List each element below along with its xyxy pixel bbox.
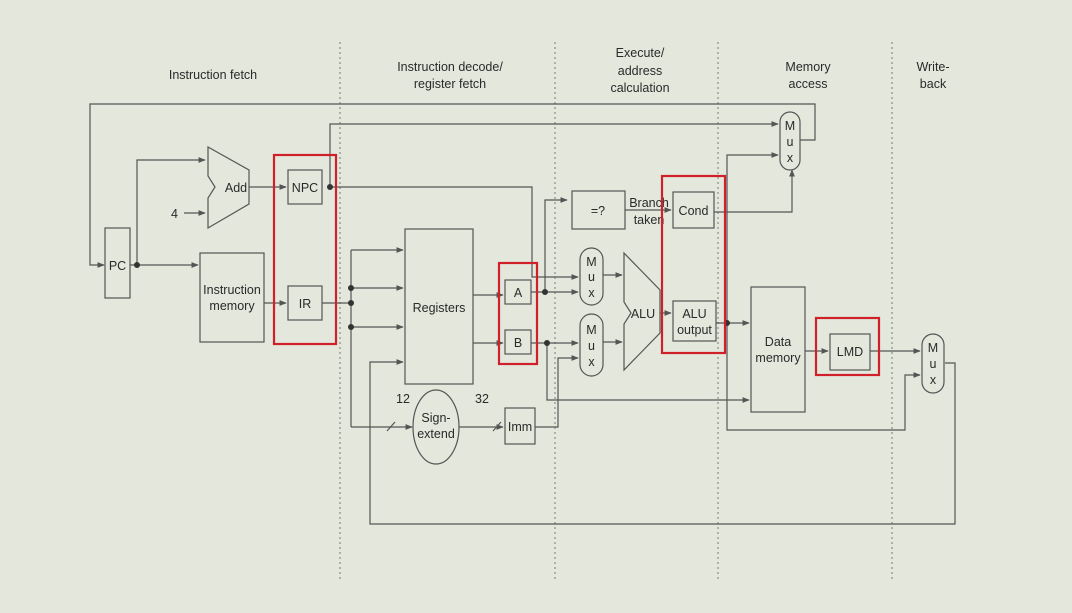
bit-width-32: 32 bbox=[475, 392, 489, 406]
bit-width-12: 12 bbox=[396, 392, 410, 406]
mux-pc-select: M u x bbox=[779, 111, 801, 171]
stage-title-mem: Memory bbox=[785, 60, 831, 74]
a-register: A bbox=[504, 279, 532, 305]
highlight-ex-mem bbox=[660, 174, 727, 355]
stage-title-ex: Execute/ bbox=[616, 46, 665, 60]
stage-title-ex-line2: address bbox=[618, 64, 662, 78]
mux-letter: u bbox=[588, 339, 595, 353]
mux-letter: u bbox=[588, 270, 595, 284]
stage-title-if: Instruction fetch bbox=[169, 68, 257, 82]
mux-letter: M bbox=[586, 255, 596, 269]
mux-alu-b: M u x bbox=[579, 313, 604, 377]
sign-extend-label-2: extend bbox=[417, 427, 455, 441]
mux-letter: u bbox=[930, 357, 937, 371]
stage-title-id: Instruction decode/ bbox=[397, 60, 503, 74]
stage-title-mem-line2: access bbox=[789, 77, 828, 91]
cond-label: Cond bbox=[679, 204, 709, 218]
mux-alu-a: M u x bbox=[579, 247, 604, 306]
alu-label: ALU bbox=[631, 307, 655, 321]
highlight-if-id bbox=[272, 153, 338, 346]
pipeline-register-highlights bbox=[272, 153, 881, 377]
register-file: Registers bbox=[404, 228, 474, 385]
mux-letter: x bbox=[588, 286, 595, 300]
npc-register: NPC bbox=[287, 169, 323, 205]
imm-register: Imm bbox=[504, 407, 536, 445]
stage-separators bbox=[339, 42, 893, 582]
instruction-memory-label-2: memory bbox=[209, 299, 255, 313]
alu-output-label-1: ALU bbox=[682, 307, 706, 321]
alu: ALU bbox=[623, 251, 661, 372]
stage-title-ex-line3: calculation bbox=[610, 81, 669, 95]
zero-compare: =? bbox=[571, 190, 626, 230]
b-register: B bbox=[504, 329, 532, 355]
data-memory-label-2: memory bbox=[755, 351, 801, 365]
branch-taken-label-1: Branch bbox=[629, 196, 669, 210]
branch-taken-label-2: taken bbox=[634, 213, 665, 227]
mux-letter: M bbox=[586, 323, 596, 337]
stage-title-id-line2: register fetch bbox=[414, 77, 486, 91]
stage-titles: Instruction fetch Instruction decode/ re… bbox=[169, 46, 950, 95]
stage-title-wb-line2: back bbox=[920, 77, 947, 91]
sign-extend-label-1: Sign- bbox=[421, 411, 450, 425]
compare-label: =? bbox=[591, 204, 605, 218]
mux-letter: x bbox=[930, 373, 937, 387]
ir-register: IR bbox=[287, 285, 323, 321]
imm-label: Imm bbox=[508, 420, 532, 434]
highlight-mem-wb bbox=[814, 316, 881, 377]
highlight-id-ex bbox=[497, 261, 539, 366]
data-memory-label-1: Data bbox=[765, 335, 791, 349]
mux-letter: x bbox=[588, 355, 595, 369]
mux-letter: x bbox=[787, 151, 794, 165]
mux-letter: u bbox=[787, 135, 794, 149]
lmd-register: LMD bbox=[829, 333, 871, 371]
data-memory: Data memory bbox=[750, 286, 806, 413]
stage-title-wb: Write- bbox=[916, 60, 949, 74]
pc-register: PC bbox=[104, 227, 131, 299]
mux-letter: M bbox=[785, 119, 795, 133]
registers-label: Registers bbox=[413, 301, 466, 315]
lmd-label: LMD bbox=[837, 345, 863, 359]
instruction-memory-label-1: Instruction bbox=[203, 283, 261, 297]
constant-four: 4 bbox=[171, 207, 178, 221]
adder-label: Add bbox=[225, 181, 247, 195]
mux-write-back: M u x bbox=[921, 333, 945, 394]
cond-register: Cond bbox=[672, 191, 715, 229]
instruction-memory: Instruction memory bbox=[199, 252, 265, 343]
mux-letter: M bbox=[928, 341, 938, 355]
junction-dots bbox=[134, 184, 730, 346]
b-label: B bbox=[514, 336, 522, 350]
a-label: A bbox=[514, 286, 523, 300]
alu-output-register: ALU output bbox=[672, 300, 717, 342]
ir-label: IR bbox=[299, 297, 312, 311]
npc-label: NPC bbox=[292, 181, 318, 195]
alu-output-label-2: output bbox=[677, 323, 712, 337]
adder: Add bbox=[207, 145, 250, 230]
pc-label: PC bbox=[109, 259, 126, 273]
sign-extend-unit: Sign- extend bbox=[412, 389, 460, 465]
